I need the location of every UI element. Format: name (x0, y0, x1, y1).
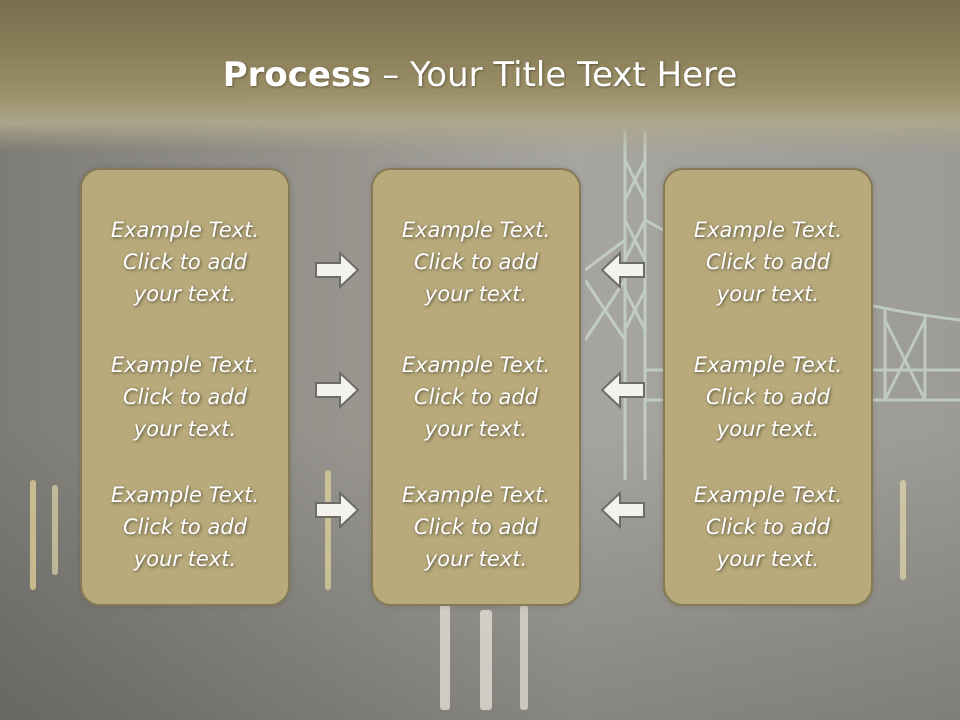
left-arrow-icon (600, 250, 645, 290)
placeholder-text[interactable]: Example Text. Click to add your text. (401, 218, 551, 306)
placeholder-text[interactable]: Example Text. Click to add your text. (693, 353, 843, 441)
placeholder-text[interactable]: Example Text. Click to add your text. (693, 218, 843, 306)
title-bold: Process (222, 55, 372, 95)
title-rest: – Your Title Text Here (371, 55, 738, 95)
slide-title[interactable]: Process – Your Title Text Here (0, 52, 960, 98)
column-panel-3[interactable]: Example Text. Click to add your text. Ex… (663, 168, 873, 606)
placeholder-text[interactable]: Example Text. Click to add your text. (110, 353, 260, 441)
title-bar (0, 0, 960, 150)
column-panel-2[interactable]: Example Text. Click to add your text. Ex… (371, 168, 581, 606)
left-arrow-icon (600, 370, 645, 410)
placeholder-text[interactable]: Example Text. Click to add your text. (401, 353, 551, 441)
placeholder-text[interactable]: Example Text. Click to add your text. (693, 483, 843, 571)
right-arrow-icon (315, 490, 360, 530)
left-arrow-icon (600, 490, 645, 530)
placeholder-text[interactable]: Example Text. Click to add your text. (401, 483, 551, 571)
column-panel-1[interactable]: Example Text. Click to add your text. Ex… (80, 168, 290, 606)
right-arrow-icon (315, 370, 360, 410)
placeholder-text[interactable]: Example Text. Click to add your text. (110, 218, 260, 306)
placeholder-text[interactable]: Example Text. Click to add your text. (110, 483, 260, 571)
right-arrow-icon (315, 250, 360, 290)
